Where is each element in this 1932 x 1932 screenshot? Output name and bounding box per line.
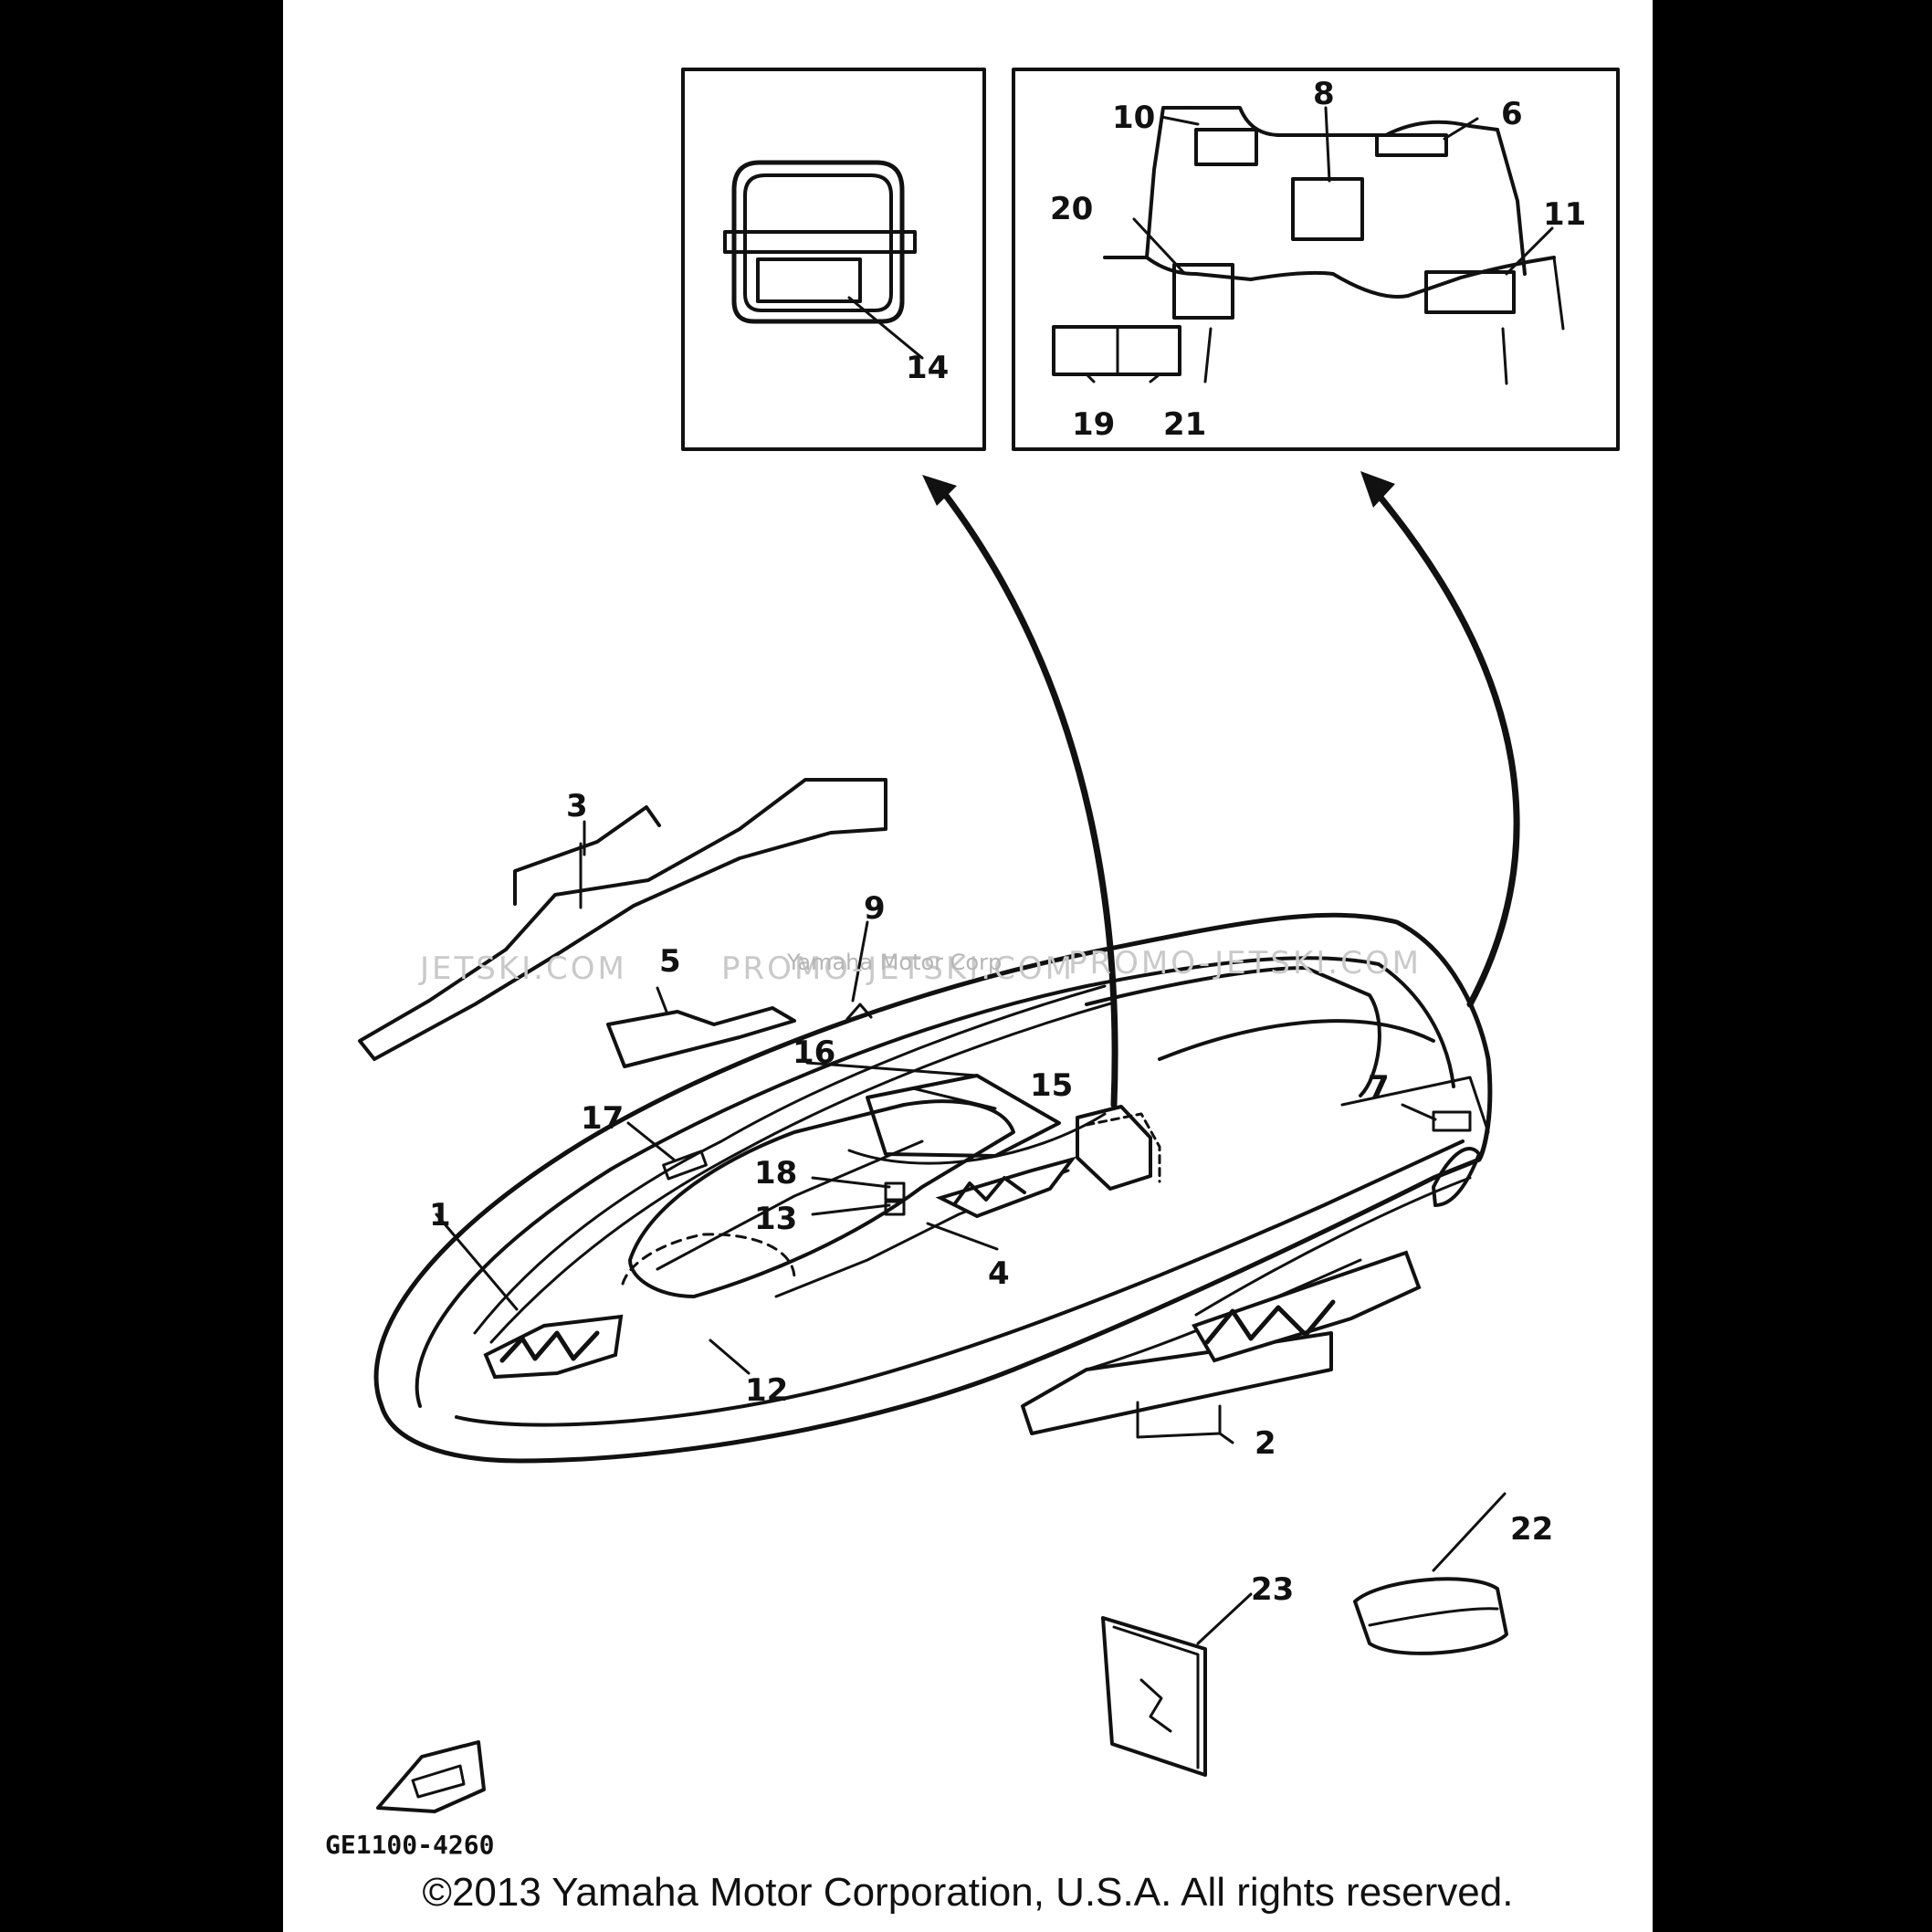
watercraft-hull: [373, 912, 1493, 1464]
callout-17: 17: [581, 1100, 624, 1137]
callout-6: 6: [1501, 96, 1523, 132]
callout-19: 19: [1072, 406, 1115, 443]
detail-arrows: [922, 471, 1520, 1108]
parts-diagram: JETSKI.COM PROMO-JETSKI.COM Yamaha Motor…: [325, 68, 1620, 1860]
drawing-code: GE1100-4260: [325, 1830, 494, 1860]
leader-lines: [435, 920, 1437, 1444]
callout-8: 8: [1313, 76, 1335, 112]
watermark-right: PROMO-JETSKI.COM: [1068, 945, 1422, 982]
inset-handle-detail: [681, 68, 986, 451]
hull-labels: [662, 1003, 1472, 1216]
callout-15: 15: [1030, 1067, 1073, 1104]
callout-10: 10: [1112, 100, 1155, 136]
callout-22: 22: [1510, 1511, 1553, 1548]
callout-1: 1: [429, 1197, 451, 1234]
watermark-middle: PROMO-JETSKI.COM: [721, 950, 1075, 987]
callout-11: 11: [1543, 196, 1586, 233]
seat-decal-part-3: [358, 778, 887, 1061]
callout-23: 23: [1251, 1571, 1294, 1608]
callout-12: 12: [745, 1372, 788, 1409]
callout-14: 14: [906, 350, 949, 386]
callout-3: 3: [566, 788, 588, 824]
decal-part-5: [606, 986, 796, 1068]
callout-numbers: 1 2 3 4 5 6 7 8 9 10 11 12 13 14 15 16 1…: [429, 76, 1586, 1608]
watermark-left: JETSKI.COM: [418, 950, 627, 987]
callout-2: 2: [1255, 1425, 1276, 1462]
callout-9: 9: [864, 890, 886, 927]
copyright-notice: ©2013 Yamaha Motor Corporation, U.S.A. A…: [422, 1870, 1514, 1915]
callout-18: 18: [754, 1155, 797, 1192]
inset-panel-detail: [1012, 68, 1620, 451]
callout-20: 20: [1050, 191, 1093, 227]
callout-4: 4: [988, 1255, 1010, 1292]
callout-7: 7: [1368, 1069, 1390, 1106]
callout-13: 13: [754, 1201, 797, 1237]
watermark-overlay: Yamaha Motor Corp: [786, 950, 1002, 975]
callout-16: 16: [793, 1034, 835, 1071]
callout-5: 5: [659, 943, 681, 980]
decal-logos: [483, 1147, 1481, 1380]
callout-21: 21: [1163, 406, 1206, 443]
diagram-page: JETSKI.COM PROMO-JETSKI.COM Yamaha Motor…: [283, 0, 1653, 1932]
loose-parts: [376, 1492, 1508, 1813]
